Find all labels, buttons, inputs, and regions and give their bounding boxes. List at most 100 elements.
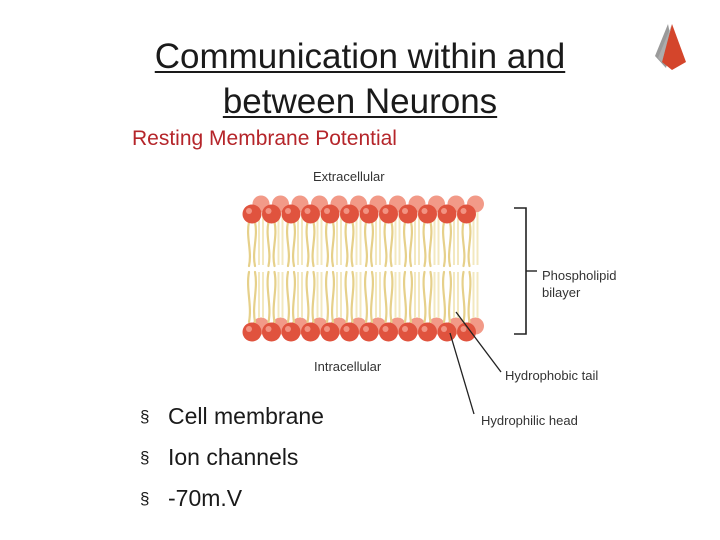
hydrophobic-tail (448, 220, 452, 268)
head-highlight (343, 208, 350, 214)
hydrophilic-head (262, 204, 281, 224)
hydrophobic-tail (403, 220, 407, 268)
hydrophobic-tail (247, 220, 251, 268)
hydrophobic-tail (403, 270, 407, 324)
slide-subtitle: Resting Membrane Potential (132, 127, 397, 150)
head-highlight (363, 208, 369, 214)
head-highlight (421, 326, 428, 332)
hydrophobic-tail (292, 270, 296, 324)
hydrophobic-tail (370, 270, 374, 324)
hydrophobic-tail (370, 220, 374, 268)
hydrophobic-tail (467, 220, 472, 268)
hydrophobic-tail (344, 220, 349, 268)
hydrophobic-tail (428, 220, 433, 268)
hydrophobic-tail (331, 220, 335, 268)
hydrophobic-tail (311, 270, 316, 324)
hydrophobic-tail (383, 220, 388, 268)
hydrophilic-head (437, 322, 457, 342)
label-hydrophilic-head: Hydrophilic head (481, 413, 578, 428)
hydrophobic-tail (325, 270, 329, 324)
logo-icon (655, 24, 686, 70)
bullet-marker: § (140, 407, 150, 426)
head-highlight (265, 208, 272, 214)
hydrophobic-tail-back (414, 212, 420, 318)
hydrophobic-tail (409, 270, 413, 324)
bilayer-bracket (514, 207, 527, 335)
hydrophilic-head (457, 204, 476, 224)
hydrophilic-head (379, 204, 398, 224)
head-highlight (402, 326, 408, 332)
head-highlight (304, 208, 311, 214)
hydrophilic-head (301, 322, 320, 342)
hydrophilic-head (359, 204, 379, 224)
hydrophobic-tail (286, 270, 290, 324)
hydrophilic-head (281, 322, 301, 342)
head-highlight (441, 326, 447, 332)
hydrophobic-tail (350, 270, 355, 324)
slide-title: Communication within and between Neurons (60, 34, 660, 124)
hydrophobic-tail-back (453, 212, 459, 318)
hydrophobic-tail-back (433, 212, 440, 318)
hydrophobic-tail (442, 220, 446, 268)
hydrophobic-tail (344, 270, 349, 324)
hydrophobic-tail (389, 270, 394, 324)
hydrophobic-tail (292, 220, 296, 268)
hydrophobic-tail-back (375, 212, 381, 318)
hydrophobic-tail-back (336, 212, 342, 318)
hydrophilic-head (242, 204, 262, 224)
hydrophobic-tail-back (394, 212, 401, 318)
head-highlight (402, 208, 408, 214)
bullet-marker: § (140, 489, 150, 508)
title-line-2: between Neurons (222, 82, 498, 121)
bullet-item: § -70m.V (140, 478, 324, 519)
hydrophilic-head (359, 322, 379, 342)
label-extracellular: Extracellular (313, 169, 385, 184)
hydrophilic-head (398, 322, 418, 342)
head-highlight (363, 326, 369, 332)
hydrophilic-head (340, 204, 359, 224)
hydrophobic-tail (364, 270, 368, 324)
hydrophilic-head (301, 204, 320, 224)
label-phospholipid-bilayer-line2: bilayer (542, 285, 581, 300)
head-highlight (246, 326, 252, 332)
hydrophilic-head (320, 322, 340, 342)
hydrophobic-tail (467, 270, 472, 324)
head-highlight (265, 326, 272, 332)
hydrophilic-head (418, 322, 437, 342)
hydrophobic-tail (331, 270, 335, 324)
hydrophobic-tail (305, 220, 310, 268)
hydrophobic-tail (253, 270, 257, 324)
bullet-item: §Cell membrane (140, 396, 324, 437)
head-highlight (285, 326, 291, 332)
bullet-text: -70m.V (168, 485, 243, 511)
head-highlight (304, 326, 311, 332)
hydrophobic-tail (389, 220, 394, 268)
head-highlight (324, 208, 330, 214)
label-phospholipid-bilayer-line1: Phospholipid (542, 268, 616, 283)
head-highlight (285, 208, 291, 214)
hydrophobic-tail-back (297, 212, 303, 318)
head-highlight (343, 326, 350, 332)
hydrophilic-head (340, 322, 359, 342)
bullet-marker: § (140, 448, 150, 467)
hydrophilic-head (320, 204, 340, 224)
hydrophobic-tail-back (258, 212, 264, 318)
hydrophobic-tail-back (355, 212, 362, 318)
hydrophobic-tail (286, 220, 290, 268)
hydrophilic-head (281, 204, 301, 224)
hydrophobic-tail (325, 220, 329, 268)
hydrophobic-tail (461, 220, 466, 268)
hydrophobic-tail (448, 270, 452, 324)
hydrophobic-tail (422, 220, 427, 268)
hydrophobic-tail (266, 270, 271, 324)
phospholipid-bilayer (242, 195, 484, 342)
hydrophilic-head (242, 322, 262, 342)
bullet-list: §Cell membrane §Ion channels §-70m.V (140, 396, 324, 519)
hydrophobic-tail (266, 220, 271, 268)
hydrophobic-tail (311, 220, 316, 268)
head-highlight (382, 326, 389, 332)
hydrophobic-tail (364, 220, 368, 268)
label-hydrophobic-tail: Hydrophobic tail (505, 368, 598, 383)
